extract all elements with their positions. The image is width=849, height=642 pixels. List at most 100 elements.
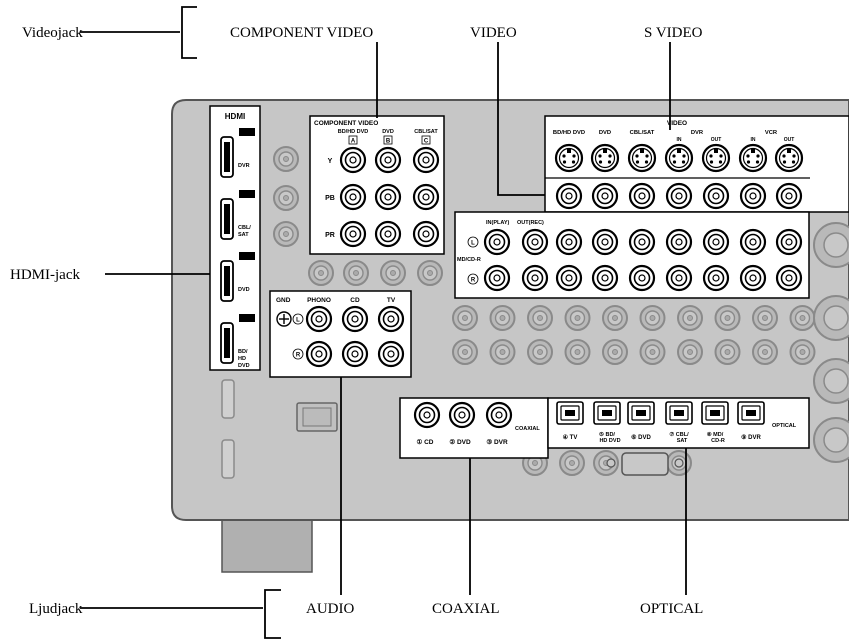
optical-port: [594, 402, 620, 424]
audio-jack-right: [343, 342, 367, 366]
hdmi-input-label: HD: [238, 356, 246, 362]
hdmi-jack-callout: HDMI-jack: [10, 267, 80, 283]
coaxial-panel: COAXIAL ① CD② DVD③ DVR: [400, 398, 548, 458]
grey-jack: [453, 306, 477, 330]
grey-jack: [603, 340, 627, 364]
grey-jack: [716, 340, 740, 364]
grey-jack: [603, 306, 627, 330]
video-column-label: BD/HD DVD: [553, 130, 585, 136]
audio-jack-right: [630, 266, 654, 290]
audio-column-label: CD: [350, 297, 360, 304]
component-column-label: CBL/SAT: [414, 129, 438, 135]
hdmi-input-label: DVD: [238, 363, 250, 369]
md-left-label: L: [471, 241, 475, 247]
audio-jack-right: [307, 342, 331, 366]
grey-jack: [528, 340, 552, 364]
audio-jack-left: [379, 307, 403, 331]
hdmi-input-label: SAT: [238, 232, 249, 238]
video-sub-label: OUT: [784, 137, 795, 143]
s-video-jack: [776, 145, 802, 171]
composite-video-jack: [557, 184, 581, 208]
grey-jack: [678, 306, 702, 330]
component-jack: [341, 148, 365, 172]
audio-jack-left: [557, 230, 581, 254]
audio-jack-left: [307, 307, 331, 331]
grey-jack: [491, 340, 515, 364]
component-jack: [414, 185, 438, 209]
audio-jack-left: [704, 230, 728, 254]
grey-jack: [791, 306, 815, 330]
audio-jack-left: [777, 230, 801, 254]
hdmi-input-label: DVD: [238, 287, 250, 293]
md-out-label: OUT(REC): [517, 220, 544, 226]
hdmi-input-label: BD/: [238, 349, 248, 355]
optical-input-label: ⑨ DVR: [741, 434, 761, 441]
audio-jack-left: [741, 230, 765, 254]
component-column-label: DVD: [382, 129, 394, 135]
video-column-label: DVD: [599, 130, 611, 136]
video-column-label: DVR: [691, 130, 704, 136]
grey-jack: [491, 306, 515, 330]
audio-jack-right: [741, 266, 765, 290]
component-row-label: PB: [325, 195, 335, 202]
optical-input-label: ⑦ CBL/: [669, 431, 689, 438]
s-video-jack: [703, 145, 729, 171]
coaxial-input-label: ② DVD: [449, 438, 471, 446]
component-column-letter: B: [386, 139, 391, 145]
ljudjack-callout: Ljudjack: [29, 601, 83, 617]
audio-jack-right: [485, 266, 509, 290]
audio-jack-right: [593, 266, 617, 290]
hdmi-input-label: DVR: [238, 163, 250, 169]
grey-jack: [566, 340, 590, 364]
coaxial-input-label: ③ DVR: [486, 438, 508, 446]
composite-video-jack: [667, 184, 691, 208]
optical-input-label: ⑧ MD/: [707, 431, 724, 438]
optical-panel-title: OPTICAL: [772, 423, 797, 429]
optical-port: [628, 402, 654, 424]
coaxial-jack: [450, 403, 474, 427]
hdmi-input-id: IN1: [242, 317, 252, 323]
audio-jack-left: [523, 230, 547, 254]
optical-input-label: ④ TV: [563, 434, 578, 441]
composite-video-jack: [630, 184, 654, 208]
hdmi-panel-title: HDMI: [225, 112, 245, 121]
audio-right-label: R: [296, 353, 301, 359]
hdmi-input-label: CBL/: [238, 225, 251, 231]
video-column-label: VCR: [765, 130, 778, 136]
video-sub-label: OUT: [711, 137, 722, 143]
grey-jack: [678, 340, 702, 364]
audio-jack-right: [777, 266, 801, 290]
component-jack: [341, 222, 365, 246]
s-video-callout: S VIDEO: [644, 25, 703, 41]
optical-input-label: ⑤ BD/: [599, 431, 615, 438]
optical-input-label: CD-R: [711, 438, 725, 444]
hdmi-input-id: IN3: [242, 193, 252, 199]
s-video-jack: [666, 145, 692, 171]
video-sub-label: IN: [677, 137, 682, 143]
videojack-bracket: [182, 7, 197, 58]
ljudjack-bracket: [265, 590, 281, 638]
component-column-letter: A: [351, 139, 356, 145]
coaxial-jack: [415, 403, 439, 427]
component-jack: [376, 185, 400, 209]
md-right-label: R: [471, 278, 476, 284]
composite-video-jack: [777, 184, 801, 208]
audio-jack-right: [379, 342, 403, 366]
s-video-jack: [592, 145, 618, 171]
component-column-letter: C: [424, 139, 429, 145]
audio-jack-right: [523, 266, 547, 290]
optical-port: [738, 402, 764, 424]
audio-jack-left: [593, 230, 617, 254]
video-callout: VIDEO: [470, 25, 517, 41]
optical-port: [557, 402, 583, 424]
component-video-callout: COMPONENT VIDEO: [230, 25, 373, 41]
md-name-label: MD/CD-R: [457, 257, 481, 263]
component-jack: [414, 148, 438, 172]
component-jack: [414, 222, 438, 246]
optical-input-label: HD DVD: [599, 438, 620, 444]
grey-jack: [641, 340, 665, 364]
optical-port: [702, 402, 728, 424]
coaxial-panel-title: COAXIAL: [515, 426, 540, 432]
